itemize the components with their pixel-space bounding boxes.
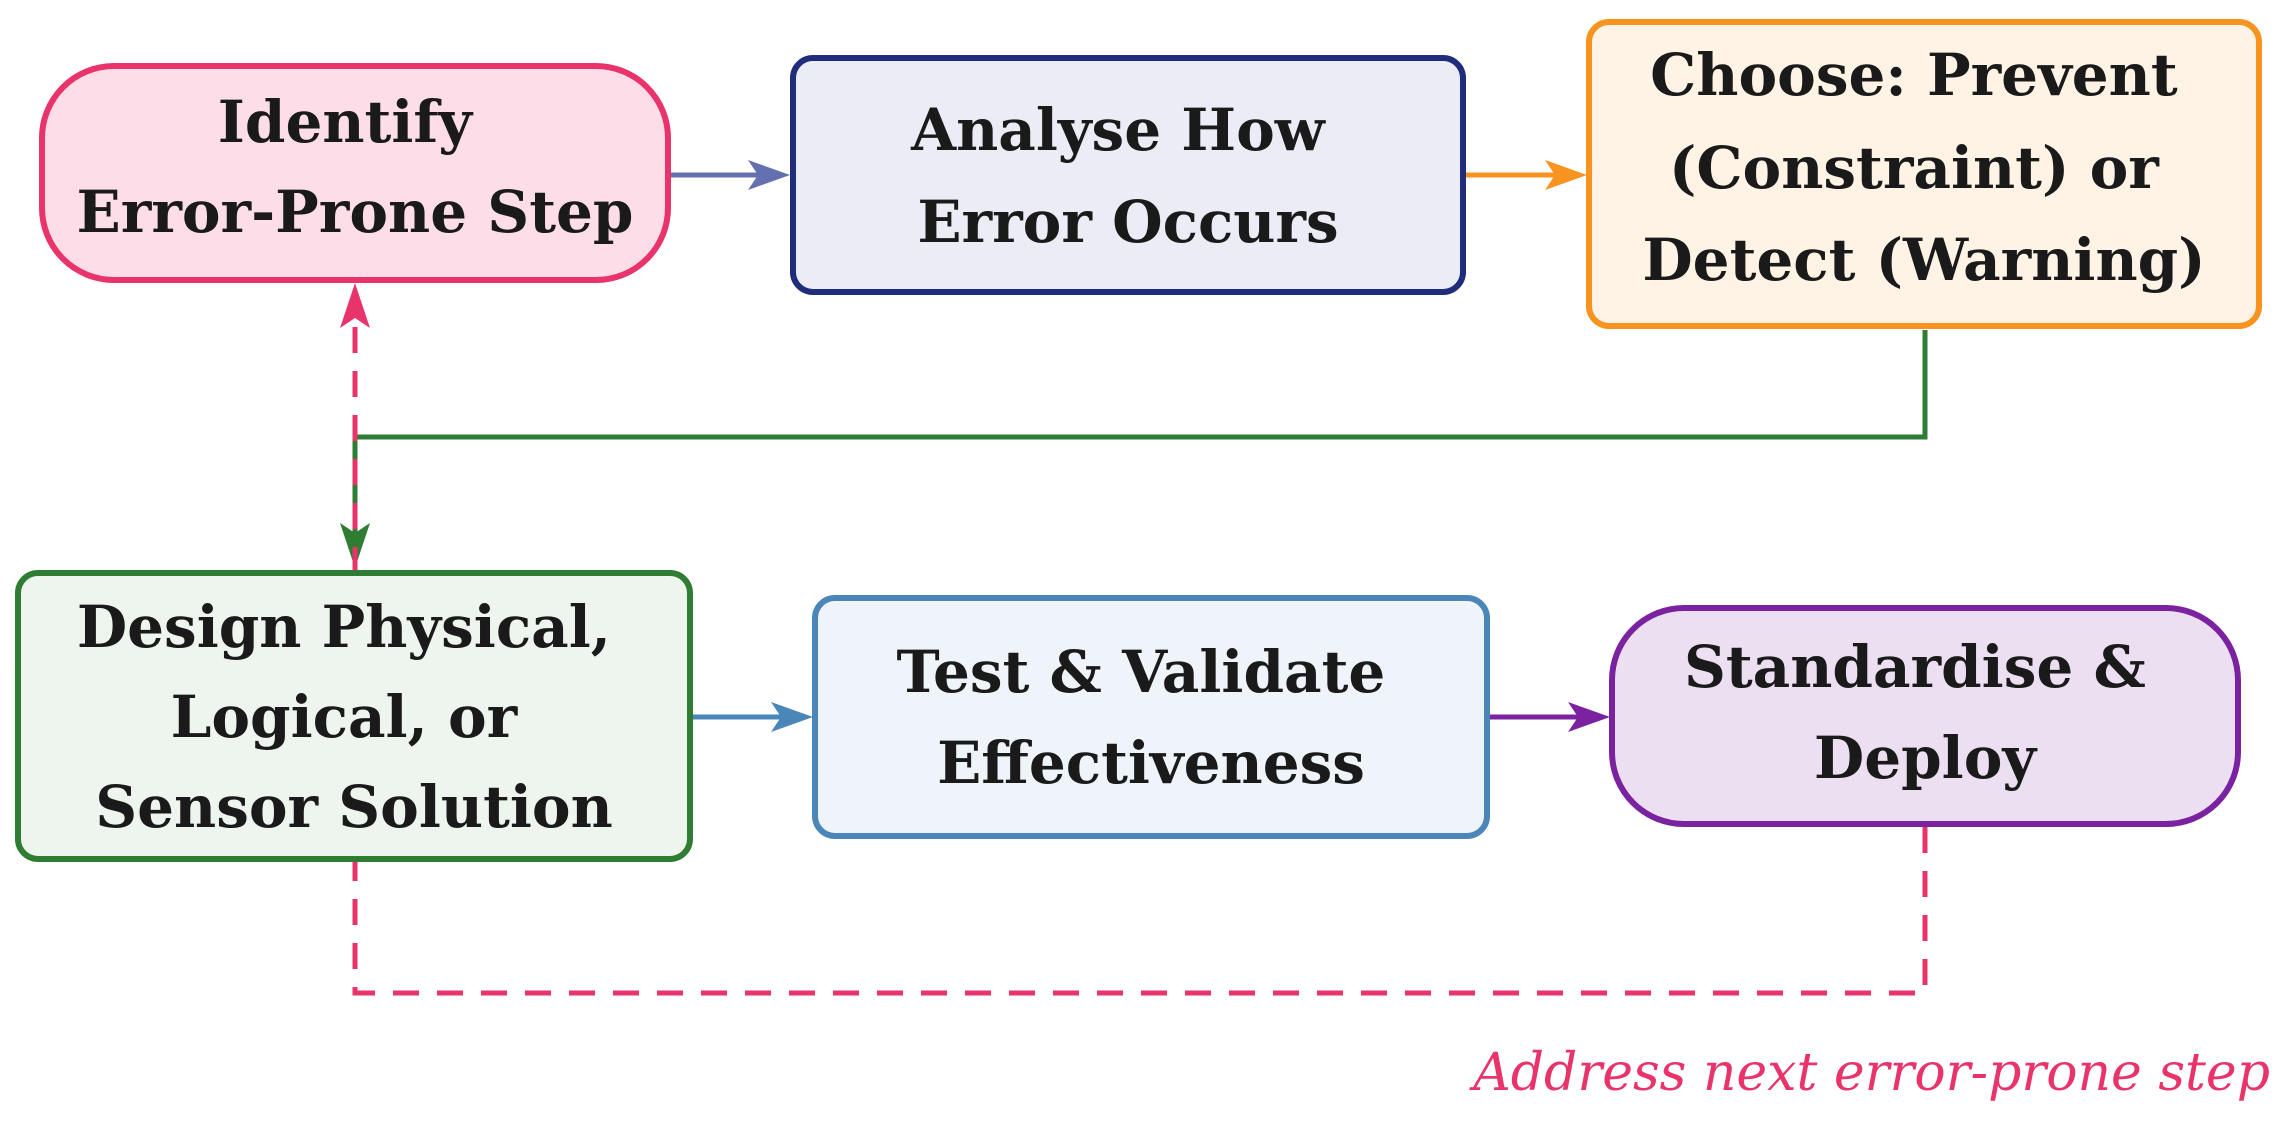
node-choose-box [1586,19,2262,329]
node-standardise-label: Standardise & Deploy [1684,633,2166,792]
node-choose-line-2: (Constraint) or [1669,134,2160,202]
node-design: Design Physical, Logical, or Sensor Solu… [15,570,693,862]
node-analyse-line-1: Analyse How [910,96,1327,164]
node-choose-label: Choose: Prevent (Constraint) or Detect (… [1642,41,2205,294]
node-identify-line-2: Error-Prone Step [77,178,634,246]
node-analyse-line-2: Error Occurs [917,188,1338,256]
arrowhead-loop-back [340,283,370,328]
node-choose-line-3: Detect (Warning) [1642,226,2205,294]
loop-note: Address next error-prone step [1469,1043,2270,1103]
node-test-line-2: Effectiveness [937,729,1365,797]
node-identify-label: Identify Error-Prone Step [77,88,634,246]
node-identify: Identify Error-Prone Step [39,63,671,283]
node-design-line-3: Sensor Solution [95,773,613,841]
node-standardise-line-2: Deploy [1814,724,2038,792]
arrowhead-identify-to-analyse [748,160,790,190]
node-design-line-2: Logical, or [171,683,519,751]
node-standardise-line-1: Standardise & [1684,633,2146,701]
node-analyse-box [790,55,1466,295]
arrowhead-design-to-test [771,702,813,732]
node-test-line-1: Test & Validate [897,638,1386,706]
node-test: Test & Validate Effectiveness [812,595,1490,839]
arrowhead-test-to-standardise [1568,702,1610,732]
node-standardise: Standardise & Deploy [1609,605,2241,827]
node-test-label: Test & Validate Effectiveness [897,638,1406,797]
node-design-label: Design Physical, Logical, or Sensor Solu… [77,593,631,841]
node-identify-box [39,63,671,283]
node-analyse-label: Analyse How Error Occurs [910,96,1345,256]
node-choose: Choose: Prevent (Constraint) or Detect (… [1586,19,2262,329]
node-test-box [812,595,1490,839]
node-choose-line-1: Choose: Prevent [1650,41,2178,109]
arrowhead-choose-to-design [340,523,370,568]
node-analyse: Analyse How Error Occurs [790,55,1466,295]
node-design-line-1: Design Physical, [77,593,611,661]
node-design-box [15,570,693,862]
arrowhead-analyse-to-choose [1545,160,1587,190]
nodes-layer: Identify Error-Prone Step Analyse How Er… [15,19,2262,862]
node-standardise-box [1609,605,2241,827]
edge-choose-to-design [352,330,1928,545]
node-identify-line-1: Identify [218,88,475,156]
